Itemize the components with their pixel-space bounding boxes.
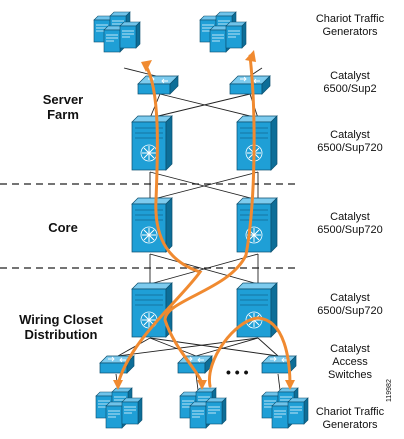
label-catalyst-sup2: Catalyst 6500/Sup2	[323, 70, 377, 95]
traffic-path-loop	[208, 316, 292, 388]
figure-id: 119982	[386, 379, 393, 402]
catalyst-sup2-right	[229, 75, 271, 95]
label-catalyst-core: Catalyst 6500/Sup720	[317, 211, 383, 236]
server-cluster-bottom-1	[96, 388, 142, 428]
label-bottom-generators: Chariot Traffic Generators	[315, 406, 385, 431]
catalyst-core-right	[236, 197, 278, 253]
traffic-arrowheads	[113, 50, 295, 390]
label-top-generators: Chariot Traffic Generators	[315, 13, 385, 38]
label-access-switches: Catalyst Access Switches	[327, 343, 373, 381]
label-catalyst-server-farm: Catalyst 6500/Sup720	[317, 129, 383, 154]
server-cluster-top-left	[94, 12, 140, 52]
traffic-path-left	[116, 64, 203, 386]
traffic-path-right	[163, 54, 256, 386]
server-cluster-bottom-2	[180, 388, 226, 428]
catalyst-distribution-right	[236, 282, 278, 338]
server-cluster-top-right	[200, 12, 246, 52]
catalyst-server-farm-left	[131, 115, 173, 171]
label-core: Core	[48, 220, 78, 235]
network-links	[115, 67, 281, 391]
ellipsis-more-switches: • • •	[226, 364, 249, 380]
traffic-paths	[116, 54, 292, 388]
label-wiring-closet-distribution: Wiring Closet Distribution	[19, 312, 103, 342]
catalyst-core-left	[131, 197, 173, 253]
label-catalyst-distribution: Catalyst 6500/Sup720	[317, 292, 383, 317]
catalyst-sup2-left	[137, 75, 179, 95]
label-server-farm: Server Farm	[42, 92, 84, 122]
catalyst-server-farm-right	[236, 115, 278, 171]
